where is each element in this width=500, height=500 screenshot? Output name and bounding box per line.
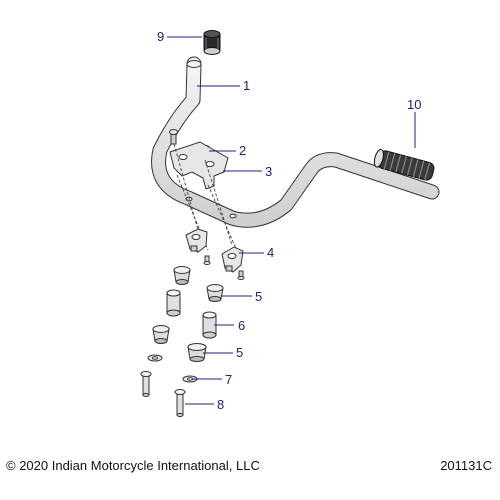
end-cap (203, 30, 221, 55)
spacer-right (202, 311, 217, 339)
clamp-screw-left (169, 129, 178, 145)
grip (373, 149, 435, 181)
callout-5-lower: 5 (236, 345, 243, 360)
leader-lines (167, 36, 416, 405)
copyright-notice: © 2020 Indian Motorcycle International, … (6, 458, 260, 473)
riser-right (221, 246, 244, 273)
callout-9: 9 (157, 29, 164, 44)
bolt-left (140, 371, 152, 397)
drawing-number: 201131C (440, 458, 492, 473)
callout-2: 2 (239, 143, 246, 158)
callout-6: 6 (238, 318, 245, 333)
riser-fastener-left (203, 255, 211, 265)
callout-3: 3 (265, 164, 272, 179)
bushing-upper-right (206, 284, 224, 302)
callout-4: 4 (267, 245, 274, 260)
washer-left (147, 354, 163, 362)
callout-5-upper: 5 (255, 289, 262, 304)
callout-8: 8 (217, 397, 224, 412)
riser-fastener-right (237, 270, 245, 280)
upper-clamp (169, 141, 229, 190)
bushing-upper-left (173, 266, 191, 285)
riser-left (185, 228, 208, 253)
callout-1: 1 (243, 78, 250, 93)
bolt-right (174, 389, 186, 417)
handlebar (151, 56, 440, 228)
bushing-lower-right (187, 343, 207, 362)
callout-10: 10 (407, 97, 421, 112)
callout-7: 7 (225, 372, 232, 387)
bushing-lower-left (152, 325, 170, 344)
spacer-left (166, 289, 181, 317)
